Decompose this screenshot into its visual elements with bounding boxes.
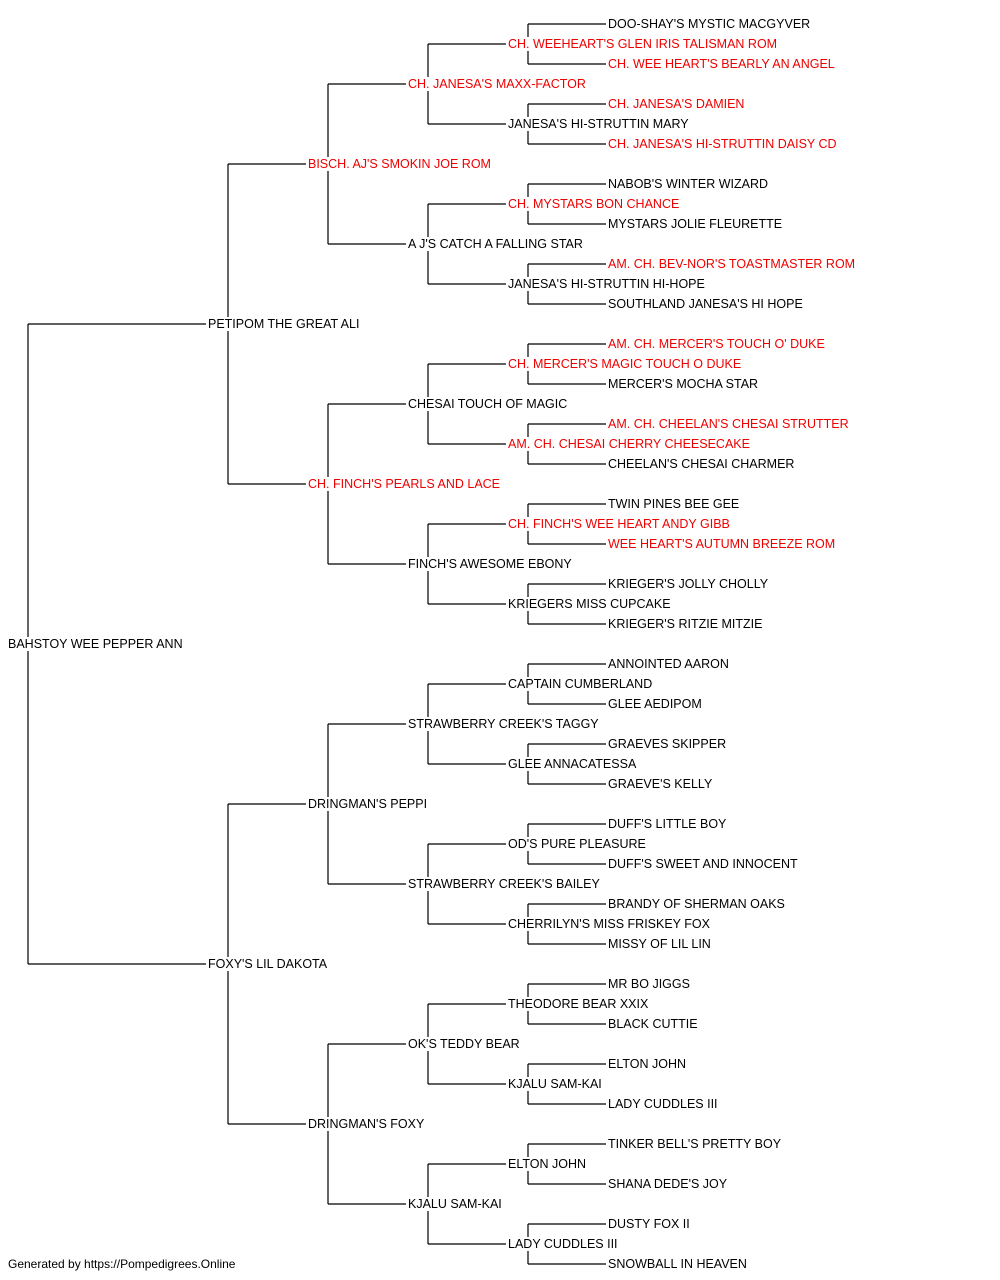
pedigree-name-gg-grandparent: KJALU SAM-KAI bbox=[507, 1077, 603, 1091]
pedigree-name-ggg-grandparent: MYSTARS JOLIE FLEURETTE bbox=[607, 217, 784, 231]
pedigree-name-ggg-grandparent: CH. JANESA'S DAMIEN bbox=[607, 97, 746, 111]
pedigree-name-ggg-grandparent: AM. CH. CHEELAN'S CHESAI STRUTTER bbox=[607, 417, 850, 431]
pedigree-name-ggg-grandparent: MISSY OF LIL LIN bbox=[607, 937, 712, 951]
pedigree-name-ggg-grandparent: CH. JANESA'S HI-STRUTTIN DAISY CD bbox=[607, 137, 838, 151]
pedigree-name-subject: BAHSTOY WEE PEPPER ANN bbox=[7, 637, 184, 651]
pedigree-name-ggg-grandparent: MR BO JIGGS bbox=[607, 977, 691, 991]
pedigree-name-gg-grandparent: AM. CH. CHESAI CHERRY CHEESECAKE bbox=[507, 437, 751, 451]
pedigree-name-ggg-grandparent: SHANA DEDE'S JOY bbox=[607, 1177, 729, 1191]
pedigree-name-ggg-grandparent: AM. CH. MERCER'S TOUCH O' DUKE bbox=[607, 337, 826, 351]
pedigree-name-gg-grandparent: GLEE ANNACATESSA bbox=[507, 757, 638, 771]
pedigree-name-ggg-grandparent: KRIEGER'S RITZIE MITZIE bbox=[607, 617, 764, 631]
pedigree-name-grandparent: CH. FINCH'S PEARLS AND LACE bbox=[307, 477, 502, 491]
pedigree-name-great-grandparent: CH. JANESA'S MAXX-FACTOR bbox=[407, 77, 587, 91]
pedigree-name-ggg-grandparent: SOUTHLAND JANESA'S HI HOPE bbox=[607, 297, 804, 311]
pedigree-name-great-grandparent: CHESAI TOUCH OF MAGIC bbox=[407, 397, 569, 411]
pedigree-name-gg-grandparent: JANESA'S HI-STRUTTIN MARY bbox=[507, 117, 690, 131]
pedigree-name-ggg-grandparent: KRIEGER'S JOLLY CHOLLY bbox=[607, 577, 770, 591]
pedigree-name-ggg-grandparent: ANNOINTED AARON bbox=[607, 657, 730, 671]
pedigree-name-gg-grandparent: CH. MYSTARS BON CHANCE bbox=[507, 197, 681, 211]
pedigree-name-ggg-grandparent: BRANDY OF SHERMAN OAKS bbox=[607, 897, 786, 911]
pedigree-name-ggg-grandparent: DUFF'S SWEET AND INNOCENT bbox=[607, 857, 799, 871]
pedigree-name-ggg-grandparent: GRAEVES SKIPPER bbox=[607, 737, 728, 751]
pedigree-name-gg-grandparent: CH. FINCH'S WEE HEART ANDY GIBB bbox=[507, 517, 731, 531]
pedigree-name-ggg-grandparent: CHEELAN'S CHESAI CHARMER bbox=[607, 457, 796, 471]
pedigree-name-gg-grandparent: CHERRILYN'S MISS FRISKEY FOX bbox=[507, 917, 711, 931]
pedigree-name-ggg-grandparent: CH. WEE HEART'S BEARLY AN ANGEL bbox=[607, 57, 836, 71]
pedigree-name-great-grandparent: FINCH'S AWESOME EBONY bbox=[407, 557, 573, 571]
pedigree-name-gg-grandparent: LADY CUDDLES III bbox=[507, 1237, 619, 1251]
pedigree-name-ggg-grandparent: DOO-SHAY'S MYSTIC MACGYVER bbox=[607, 17, 812, 31]
pedigree-name-ggg-grandparent: MERCER'S MOCHA STAR bbox=[607, 377, 760, 391]
pedigree-name-parent: FOXY'S LIL DAKOTA bbox=[207, 957, 329, 971]
pedigree-name-grandparent: BISCH. AJ'S SMOKIN JOE ROM bbox=[307, 157, 492, 171]
pedigree-name-ggg-grandparent: DUFF'S LITTLE BOY bbox=[607, 817, 728, 831]
pedigree-name-ggg-grandparent: TINKER BELL'S PRETTY BOY bbox=[607, 1137, 783, 1151]
generated-by-footer: Generated by https://Pompedigrees.Online bbox=[8, 1257, 236, 1271]
pedigree-name-ggg-grandparent: LADY CUDDLES III bbox=[607, 1097, 719, 1111]
pedigree-name-ggg-grandparent: DUSTY FOX II bbox=[607, 1217, 691, 1231]
pedigree-name-gg-grandparent: OD'S PURE PLEASURE bbox=[507, 837, 647, 851]
pedigree-name-ggg-grandparent: WEE HEART'S AUTUMN BREEZE ROM bbox=[607, 537, 837, 551]
pedigree-name-parent: PETIPOM THE GREAT ALI bbox=[207, 317, 361, 331]
pedigree-name-gg-grandparent: JANESA'S HI-STRUTTIN HI-HOPE bbox=[507, 277, 706, 291]
pedigree-name-grandparent: DRINGMAN'S FOXY bbox=[307, 1117, 426, 1131]
pedigree-name-great-grandparent: STRAWBERRY CREEK'S BAILEY bbox=[407, 877, 601, 891]
pedigree-name-gg-grandparent: CH. WEEHEART'S GLEN IRIS TALISMAN ROM bbox=[507, 37, 779, 51]
pedigree-name-ggg-grandparent: GLEE AEDIPOM bbox=[607, 697, 703, 711]
pedigree-name-gg-grandparent: CAPTAIN CUMBERLAND bbox=[507, 677, 654, 691]
pedigree-name-ggg-grandparent: GRAEVE'S KELLY bbox=[607, 777, 714, 791]
pedigree-name-grandparent: DRINGMAN'S PEPPI bbox=[307, 797, 429, 811]
pedigree-name-great-grandparent: KJALU SAM-KAI bbox=[407, 1197, 503, 1211]
pedigree-name-gg-grandparent: CH. MERCER'S MAGIC TOUCH O DUKE bbox=[507, 357, 743, 371]
pedigree-name-gg-grandparent: ELTON JOHN bbox=[507, 1157, 588, 1171]
pedigree-name-gg-grandparent: KRIEGERS MISS CUPCAKE bbox=[507, 597, 672, 611]
pedigree-name-ggg-grandparent: NABOB'S WINTER WIZARD bbox=[607, 177, 770, 191]
pedigree-name-gg-grandparent: THEODORE BEAR XXIX bbox=[507, 997, 650, 1011]
pedigree-name-ggg-grandparent: SNOWBALL IN HEAVEN bbox=[607, 1257, 748, 1271]
pedigree-name-ggg-grandparent: ELTON JOHN bbox=[607, 1057, 688, 1071]
pedigree-name-great-grandparent: STRAWBERRY CREEK'S TAGGY bbox=[407, 717, 600, 731]
pedigree-name-ggg-grandparent: BLACK CUTTIE bbox=[607, 1017, 699, 1031]
pedigree-name-ggg-grandparent: AM. CH. BEV-NOR'S TOASTMASTER ROM bbox=[607, 257, 857, 271]
pedigree-name-great-grandparent: OK'S TEDDY BEAR bbox=[407, 1037, 521, 1051]
pedigree-name-ggg-grandparent: TWIN PINES BEE GEE bbox=[607, 497, 741, 511]
pedigree-name-great-grandparent: A J'S CATCH A FALLING STAR bbox=[407, 237, 584, 251]
